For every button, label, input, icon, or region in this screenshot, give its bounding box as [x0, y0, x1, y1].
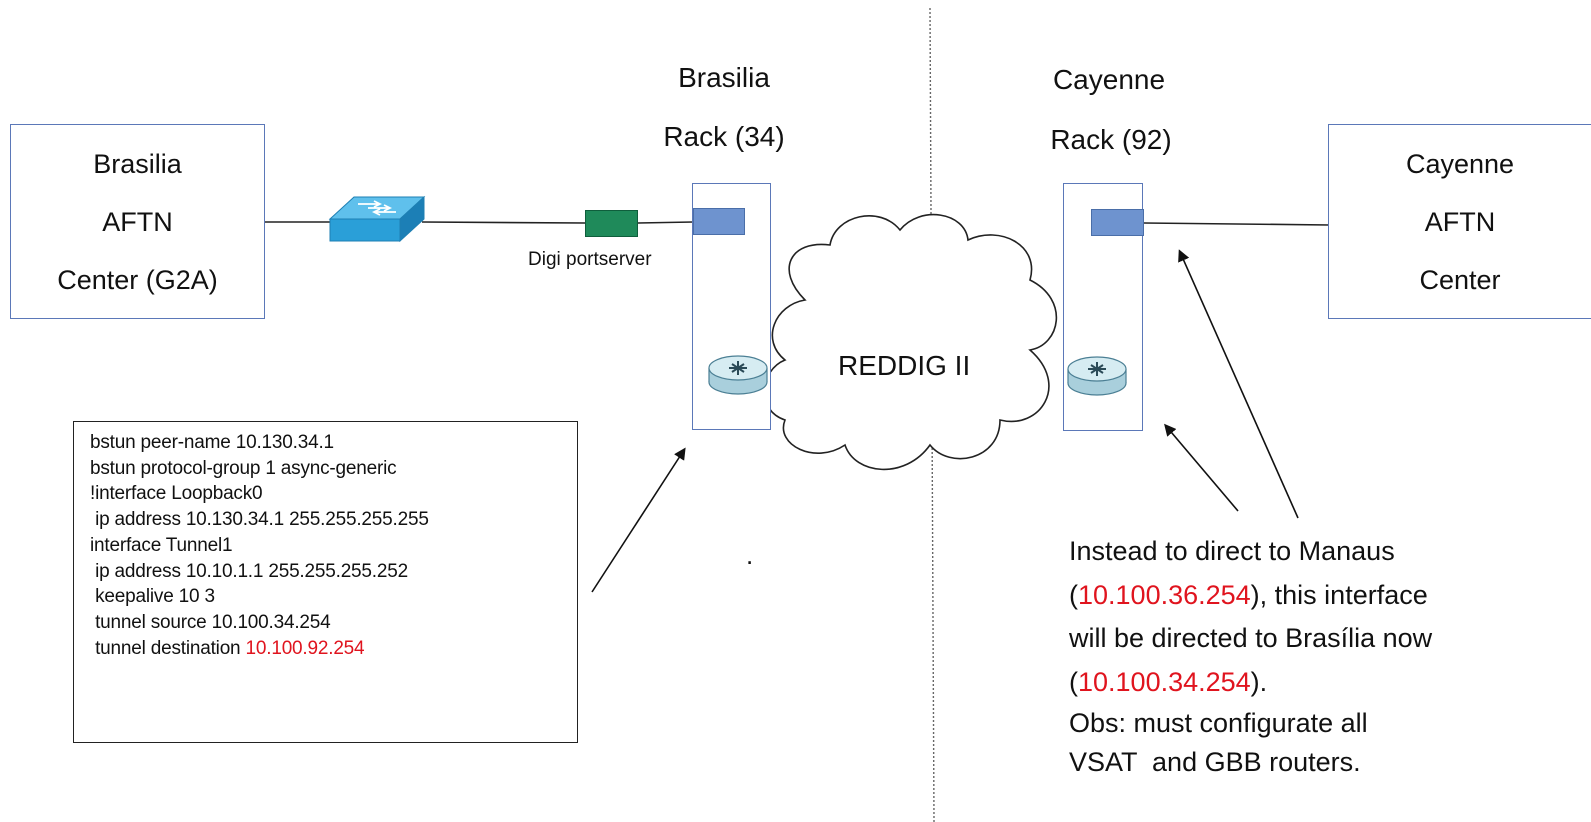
arrow-note-to-port [1178, 249, 1299, 519]
obs-line-2: VSAT and GBB routers. [1069, 747, 1361, 777]
config-line: ip address 10.10.1.1 255.255.255.252 [90, 560, 408, 582]
center-line-1: Cayenne [1405, 148, 1515, 179]
switch-icon [328, 195, 426, 243]
note-line-4: (10.100.34.254). [1069, 666, 1268, 697]
center-line-3: Center (G2A) [57, 264, 218, 295]
brasilia-rack-port [693, 208, 745, 235]
digi-portserver-icon [585, 210, 638, 237]
config-line-destination: tunnel destination 10.100.92.254 [90, 636, 429, 662]
stray-dot: . [746, 540, 754, 570]
config-line: ip address 10.130.34.1 255.255.255.255 [90, 509, 429, 531]
redirect-note: Instead to direct to Manaus (10.100.36.2… [1069, 530, 1432, 704]
note-line-1: Instead to direct to Manaus [1069, 536, 1395, 566]
center-line-2: AFTN [1424, 206, 1496, 237]
config-line: bstun protocol-group 1 async-generic [90, 457, 397, 479]
cayenne-rack-label: Rack (92) [1050, 124, 1172, 155]
config-dest-prefix: tunnel destination [90, 637, 246, 659]
reddig-cloud-label: REDDIG II [838, 350, 971, 381]
config-line: bstun peer-name 10.130.34.1 [90, 432, 334, 453]
cayenne-site-title: Cayenne [1052, 64, 1166, 95]
link-digi-rack [637, 221, 694, 224]
cloud-icon [763, 213, 1058, 471]
config-line: interface Tunnel1 [90, 534, 233, 556]
arrow-config-to-rack [591, 447, 686, 593]
brasilia-site-title: Brasilia [678, 62, 770, 93]
config-line: !interface Loopback0 [90, 483, 263, 505]
center-line-2: AFTN [102, 206, 173, 237]
link-rack-cayenne [1143, 222, 1331, 226]
brasilia-rack-label: Rack (34) [663, 121, 785, 152]
config-line: keepalive 10 3 [90, 586, 215, 608]
note-line-2: (10.100.36.254), this interface [1069, 579, 1428, 610]
config-dest-ip: 10.100.92.254 [245, 637, 365, 659]
brasilia-aftn-center-box: Brasilia AFTN Center (G2A) [10, 124, 265, 319]
cayenne-rack-port [1091, 209, 1144, 236]
note-manaus-ip: 10.100.36.254 [1078, 579, 1251, 610]
note-brasilia-ip: 10.100.34.254 [1078, 666, 1251, 697]
router-icon [708, 355, 768, 395]
router-icon [1067, 356, 1127, 396]
note-line-3: will be directed to Brasília now [1069, 623, 1433, 653]
router-config-box: bstun peer-name 10.130.34.1 bstun protoc… [73, 421, 578, 743]
obs-note: Obs: must configurate all VSAT and GBB r… [1069, 704, 1368, 782]
arrow-note-to-router [1164, 423, 1239, 512]
center-line-1: Brasilia [93, 148, 182, 179]
obs-line-1: Obs: must configurate all [1069, 708, 1368, 738]
config-line: tunnel source 10.100.34.254 [90, 611, 331, 633]
digi-portserver-label: Digi portserver [528, 249, 652, 270]
cayenne-aftn-center-box: Cayenne AFTN Center [1328, 124, 1591, 319]
center-line-3: Center [1419, 264, 1501, 295]
link-switch-digi [421, 221, 586, 224]
